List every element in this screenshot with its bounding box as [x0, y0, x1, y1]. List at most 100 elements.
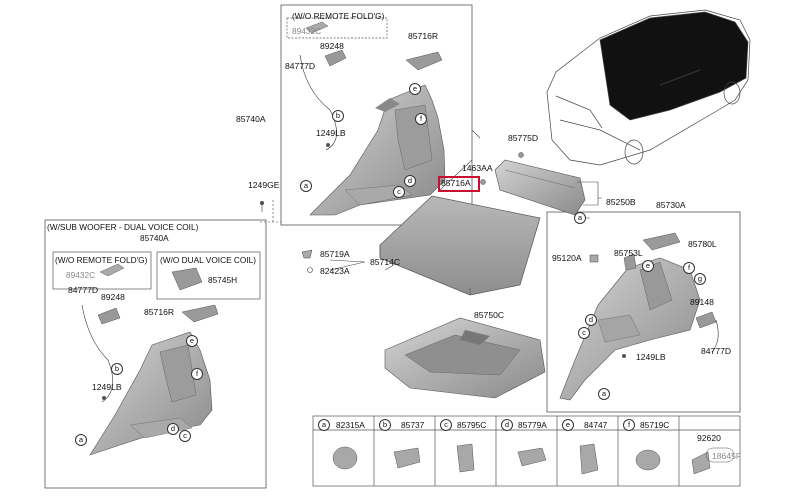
callout-a[interactable]: a: [300, 180, 312, 192]
clip-85775D: [518, 152, 524, 158]
wire-84777D-top: [299, 54, 337, 151]
legend-part-85719C[interactable]: 85719C: [640, 420, 670, 430]
callout-d[interactable]: d: [404, 175, 416, 187]
legend-part-shapes: [332, 443, 735, 475]
callout-c[interactable]: c: [179, 430, 191, 442]
bracket-85753L: [623, 253, 637, 271]
top-quarter-trim: [309, 84, 446, 216]
part-label-95120A[interactable]: 95120A: [552, 253, 582, 263]
clip-95120A: [589, 254, 599, 263]
part-label-89248[interactable]: 89248: [320, 41, 344, 51]
legend-letter-d: d: [501, 419, 513, 431]
bracket-89148: [695, 311, 717, 329]
clip-85719A: [301, 249, 313, 259]
sub-dual-part[interactable]: 85745H: [208, 275, 238, 285]
legend-letter-a: a: [318, 419, 330, 431]
cover-85716R-top: [405, 51, 443, 71]
legend-part-84747[interactable]: 84747: [584, 420, 608, 430]
part-label-1249LB-sub[interactable]: 1249LB: [92, 382, 122, 392]
callout-c[interactable]: c: [393, 186, 405, 198]
part-label-18645F[interactable]: 18645F: [712, 451, 742, 461]
small-bracket-89432C: [305, 21, 329, 34]
callout-g[interactable]: g: [694, 273, 706, 285]
part-label-84777D-sub[interactable]: 84777D: [68, 285, 99, 295]
callout-a[interactable]: a: [598, 388, 610, 400]
part-label-85716A[interactable]: 85716A: [441, 178, 471, 188]
part-label-85719A[interactable]: 85719A: [320, 249, 350, 259]
wire-84777D-sub: [81, 304, 114, 403]
callout-e[interactable]: e: [409, 83, 421, 95]
right-quarter-trim: [559, 257, 701, 401]
part-label-89248-sub[interactable]: 89248: [101, 292, 125, 302]
luggage-board-85716A: [379, 195, 541, 296]
sub-woofer-header: (W/SUB WOOFER - DUAL VOICE COIL): [47, 222, 199, 232]
part-label-89148[interactable]: 89148: [690, 297, 714, 307]
callout-f[interactable]: f: [683, 262, 695, 274]
callout-d[interactable]: d: [167, 423, 179, 435]
sub-remote-part[interactable]: 89432C: [66, 270, 96, 280]
top-group-part[interactable]: 89432C: [292, 26, 322, 36]
speaker-85745H: [171, 267, 203, 291]
callout-e[interactable]: e: [186, 335, 198, 347]
vehicle-illustration: [546, 9, 751, 166]
callout-b[interactable]: b: [111, 363, 123, 375]
sub-quarter-trim: [89, 331, 213, 456]
floor-tray-85750C: [384, 317, 546, 399]
part-label-1249LB-right[interactable]: 1249LB: [636, 352, 666, 362]
sub-remote-header: (W/O REMOTE FOLD'G): [55, 255, 148, 265]
small-bracket-89432C-sub: [99, 263, 125, 277]
legend-part-85779A[interactable]: 85779A: [518, 420, 547, 430]
legend-letter-c: c: [440, 419, 452, 431]
sub-woofer-assembly[interactable]: 85740A: [140, 233, 169, 243]
sub-dual-subbox: [156, 251, 261, 300]
part-label-1463AA[interactable]: 1463AA: [462, 163, 493, 173]
wire-84777D-right: [711, 319, 719, 353]
bracket-89248-top: [324, 49, 347, 67]
callout-f[interactable]: f: [191, 368, 203, 380]
part-label-85775D[interactable]: 85775D: [508, 133, 539, 143]
part-label-85740A[interactable]: 85740A: [236, 114, 266, 124]
top-group-header: (W/O REMOTE FOLD'G): [292, 11, 385, 21]
bracket-89248-sub: [97, 307, 121, 325]
legend-part-85795C[interactable]: 85795C: [457, 420, 487, 430]
part-label-84777D[interactable]: 84777D: [285, 61, 316, 71]
legend-letter-e: e: [562, 419, 574, 431]
callout-f[interactable]: f: [415, 113, 427, 125]
callout-e[interactable]: e: [642, 260, 654, 272]
part-label-85780L[interactable]: 85780L: [688, 239, 717, 249]
tailgate-trim-85250B: [494, 159, 586, 216]
right-trim-group-box: [546, 211, 741, 413]
clip-1463AA: [480, 179, 486, 185]
ring-82423A: [307, 267, 313, 273]
part-label-1249GE[interactable]: 1249GE: [248, 180, 280, 190]
callout-a[interactable]: a: [574, 212, 586, 224]
part-label-85716R-sub[interactable]: 85716R: [144, 307, 175, 317]
callout-a[interactable]: a: [75, 434, 87, 446]
part-label-85716R[interactable]: 85716R: [408, 31, 439, 41]
part-label-82423A[interactable]: 82423A: [320, 266, 350, 276]
sub-woofer-group-box: [44, 219, 267, 489]
callout-b[interactable]: b: [332, 110, 344, 122]
sub-remote-subbox: [52, 251, 152, 290]
legend-letter-b: b: [379, 419, 391, 431]
legend-part-85737[interactable]: 85737: [401, 420, 425, 430]
top-group-box: [280, 4, 473, 226]
part-label-85730A[interactable]: 85730A: [656, 200, 686, 210]
callout-c[interactable]: c: [578, 327, 590, 339]
part-label-85714C[interactable]: 85714C: [370, 257, 401, 267]
selected-part-highlight[interactable]: [438, 176, 480, 192]
part-label-85750C[interactable]: 85750C: [474, 310, 505, 320]
part-label-92620[interactable]: 92620: [697, 433, 721, 443]
callout-d[interactable]: d: [585, 314, 597, 326]
screw-1249LB-right: [622, 354, 626, 358]
legend-part-82315A[interactable]: 82315A: [336, 420, 365, 430]
legend-letter-f: f: [623, 419, 635, 431]
screw-1249LB-top: [326, 143, 330, 147]
part-label-1249LB[interactable]: 1249LB: [316, 128, 346, 138]
part-label-85753L[interactable]: 85753L: [614, 248, 643, 258]
top-remote-subbox: [286, 17, 388, 39]
part-label-85250B[interactable]: 85250B: [606, 197, 636, 207]
part-label-84777D-right[interactable]: 84777D: [701, 346, 732, 356]
